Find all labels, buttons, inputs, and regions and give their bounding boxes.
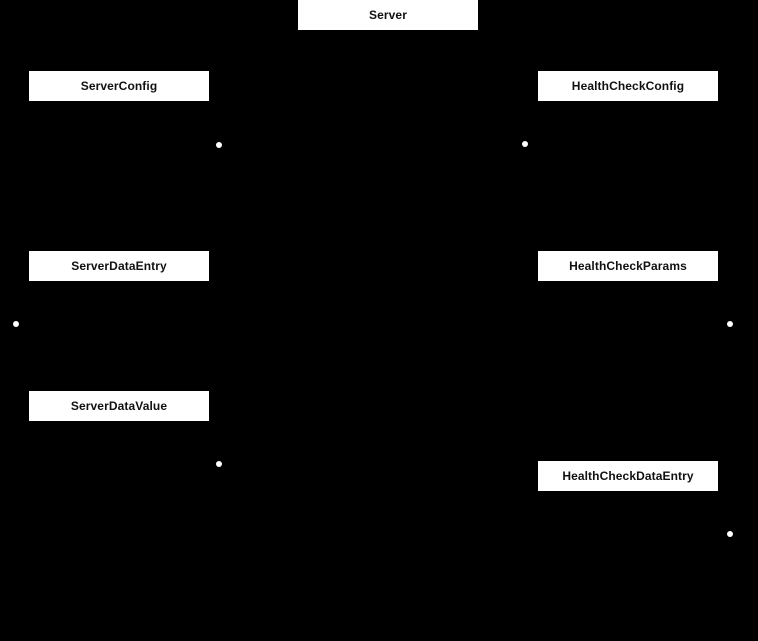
class-node-server[interactable]: Server: [298, 0, 478, 30]
class-node-server-data-value[interactable]: ServerDataValue: [29, 391, 209, 421]
class-node-server-config[interactable]: ServerConfig: [29, 71, 209, 101]
relationship-marker-dot: [727, 321, 733, 327]
class-node-health-check-config[interactable]: HealthCheckConfig: [538, 71, 718, 101]
relationship-marker-dot: [216, 142, 222, 148]
class-node-label: HealthCheckConfig: [571, 79, 685, 93]
class-node-label: ServerDataEntry: [71, 259, 167, 273]
class-node-health-check-params[interactable]: HealthCheckParams: [538, 251, 718, 281]
class-node-label: Server: [369, 8, 407, 22]
class-node-health-check-data-entry[interactable]: HealthCheckDataEntry: [538, 461, 718, 491]
class-node-server-data-entry[interactable]: ServerDataEntry: [29, 251, 209, 281]
relationship-marker-dot: [522, 141, 528, 147]
class-node-label: ServerConfig: [80, 79, 158, 93]
class-node-label: ServerDataValue: [70, 399, 168, 413]
relationship-marker-dot: [216, 461, 222, 467]
relationship-marker-dot: [727, 531, 733, 537]
class-node-label: HealthCheckDataEntry: [562, 469, 694, 483]
relationship-marker-dot: [13, 321, 19, 327]
class-node-label: HealthCheckParams: [569, 259, 687, 273]
